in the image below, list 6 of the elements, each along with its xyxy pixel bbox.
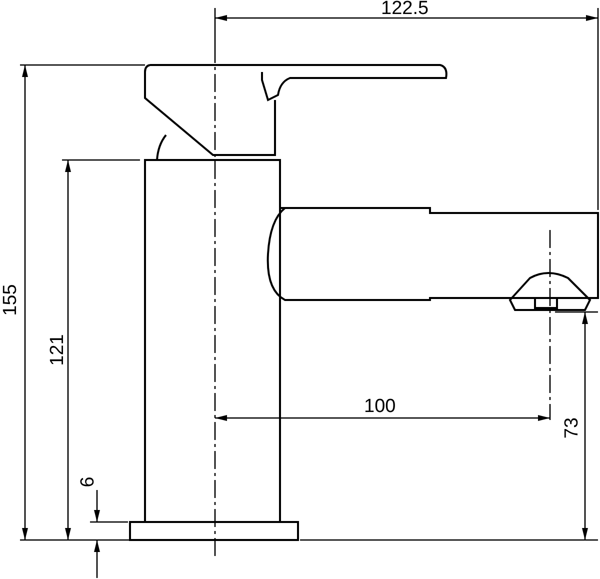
dimension-label: 122.5 [381,0,429,19]
dimension-label: 121 [48,334,68,366]
dimension-label: 100 [364,397,396,417]
dimension-label: 73 [562,417,582,439]
dimension-label: 6 [78,476,98,488]
dimension-label: 155 [0,284,21,316]
